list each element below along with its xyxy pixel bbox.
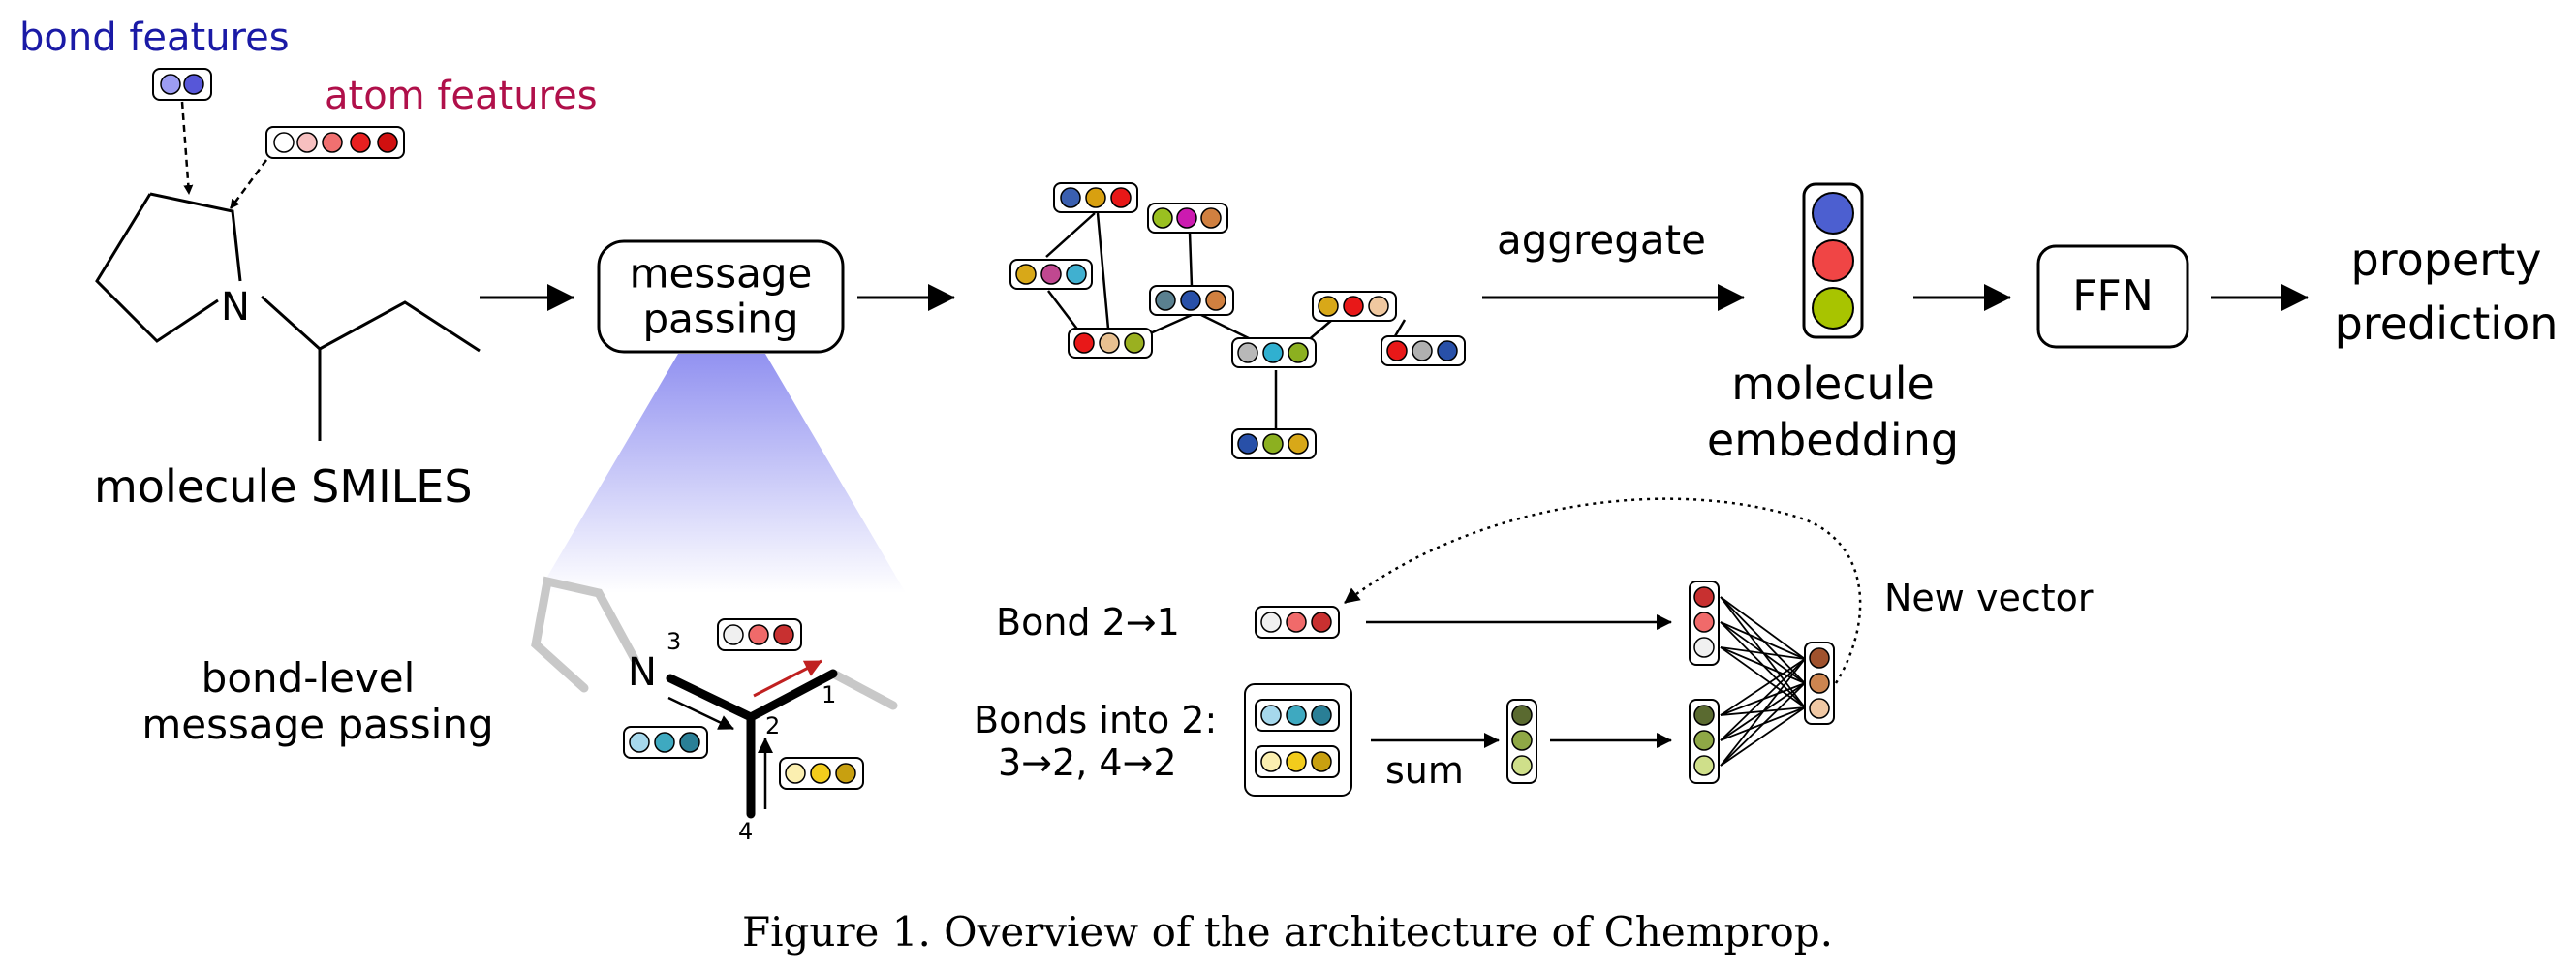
ffn-box bbox=[2036, 244, 2189, 349]
bond-feature-vector bbox=[152, 68, 212, 101]
nitrogen-atom: N bbox=[221, 285, 250, 330]
incoming-bonds-stack bbox=[1244, 683, 1352, 797]
atom-feature-vector bbox=[265, 126, 405, 159]
bond-2-1-vector bbox=[1255, 606, 1340, 639]
bond-level-label-2: message passing bbox=[141, 701, 493, 748]
zoom-cone bbox=[538, 354, 906, 593]
bond-vector-4-2 bbox=[779, 757, 864, 790]
atom-node-8 bbox=[1381, 335, 1466, 366]
aggregate-label: aggregate bbox=[1497, 216, 1706, 264]
atom-node-5 bbox=[1068, 328, 1153, 359]
atom-index-4: 4 bbox=[738, 818, 753, 845]
bond-level-label-1: bond-level bbox=[202, 654, 416, 702]
input-vector-sum bbox=[1689, 699, 1720, 784]
output-new-vector bbox=[1804, 642, 1835, 725]
sum-label: sum bbox=[1385, 749, 1464, 792]
atom-index-1: 1 bbox=[822, 681, 836, 708]
molecule-skeleton bbox=[95, 192, 481, 441]
bond-vector-2-1 bbox=[717, 618, 802, 651]
molecule-embedding-label-2: embedding bbox=[1707, 414, 1959, 466]
property-prediction-label-1: property bbox=[2351, 234, 2542, 286]
ffn-label: FFN bbox=[2072, 271, 2154, 321]
message-passing-label-2: passing bbox=[642, 296, 798, 343]
bond-vector-3-2 bbox=[623, 726, 708, 759]
dense-layer-connections bbox=[1720, 596, 1806, 767]
atom-node-3 bbox=[1009, 259, 1093, 290]
message-arrow-3-to-2 bbox=[667, 696, 734, 731]
atom-node-1 bbox=[1053, 182, 1138, 213]
message-arrow-2-to-1 bbox=[753, 659, 822, 698]
faded-molecule bbox=[531, 576, 898, 710]
bonds-into-2-label-2: 3→2, 4→2 bbox=[998, 741, 1177, 784]
atom-features-label: atom features bbox=[325, 74, 598, 118]
molecule-embedding-vector bbox=[1802, 182, 1864, 339]
atom-node-7 bbox=[1312, 291, 1397, 322]
property-prediction-label-2: prediction bbox=[2335, 298, 2559, 350]
atom-index-2: 2 bbox=[765, 712, 780, 739]
atom-node-4 bbox=[1149, 285, 1234, 316]
bond-features-label: bond features bbox=[19, 16, 290, 60]
bond-2-1-label: Bond 2→1 bbox=[996, 601, 1180, 643]
new-vector-label: New vector bbox=[1884, 577, 2094, 619]
input-vector-bond bbox=[1689, 581, 1720, 666]
atom-node-2 bbox=[1147, 203, 1228, 234]
molecule-embedding-label-1: molecule bbox=[1731, 358, 1935, 410]
summed-vector bbox=[1506, 699, 1537, 784]
message-passing-box bbox=[597, 239, 845, 354]
molecule-smiles-label: molecule SMILES bbox=[94, 460, 473, 513]
atom-node-9 bbox=[1231, 428, 1317, 459]
nitrogen-atom-detail: N bbox=[628, 650, 657, 695]
atom-feature-pointer bbox=[229, 159, 268, 209]
bond-feature-pointer bbox=[180, 101, 194, 195]
feedback-dotted-arrow bbox=[1344, 497, 1862, 684]
figure-caption: Figure 1. Overview of the architecture o… bbox=[742, 908, 1833, 956]
message-passing-label-1: message bbox=[630, 250, 813, 298]
highlighted-bonds bbox=[666, 669, 838, 819]
atom-index-3: 3 bbox=[667, 628, 681, 655]
atom-node-6 bbox=[1231, 337, 1317, 368]
bonds-into-2-label-1: Bonds into 2: bbox=[974, 699, 1217, 741]
